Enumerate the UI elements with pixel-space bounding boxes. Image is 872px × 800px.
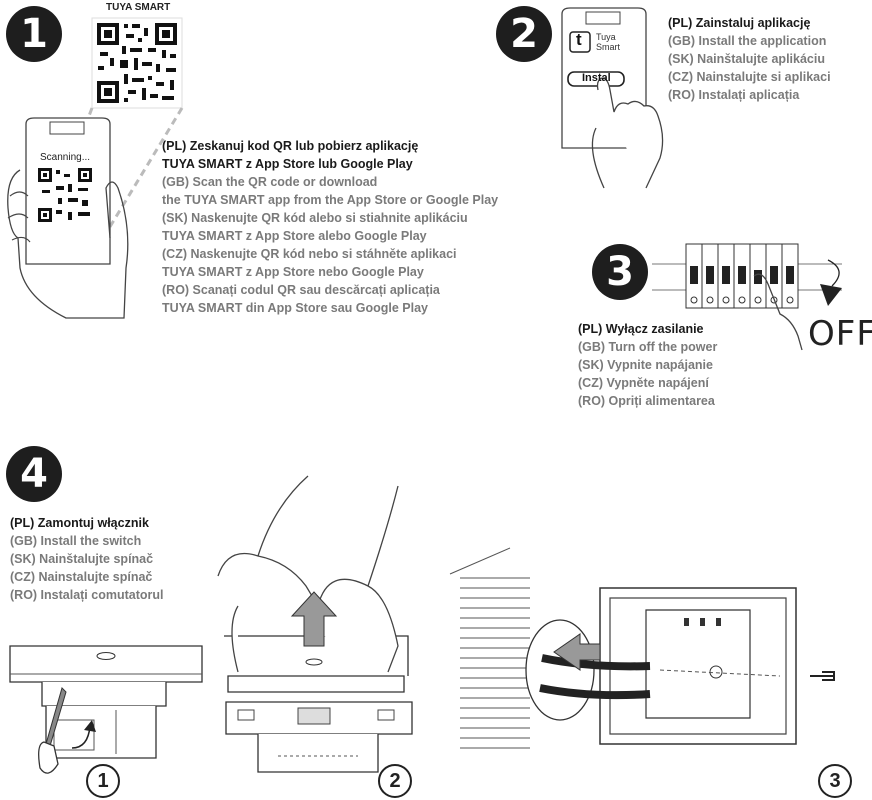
off-label: OFF <box>808 314 872 354</box>
step-3-line: (GB) Turn off the power <box>578 340 718 354</box>
step-2-line: (PL) Zainstaluj aplikację <box>668 16 811 30</box>
step-4-line: (SK) Nainštalujte spínač <box>10 552 154 566</box>
step-1-line: TUYA SMART z App Store nebo Google Play <box>162 265 424 279</box>
step-2-line: (RO) Instalați aplicația <box>668 88 800 102</box>
step-1-line: TUYA SMART z App Store lub Google Play <box>162 157 413 171</box>
step-1-text: (PL) Zeskanuj kod QR lub pobierz aplikac… <box>162 137 498 317</box>
step-1-line: the TUYA SMART app from the App Store or… <box>162 193 499 207</box>
cover-removal-illustration <box>217 475 413 773</box>
step-1-line: TUYA SMART din App Store sau Google Play <box>162 301 429 315</box>
step-1-badge: 1 <box>6 6 62 62</box>
substep-3-number: 3 <box>818 764 852 798</box>
step-1-line: (SK) Naskenujte QR kód alebo si stiahnit… <box>162 211 468 225</box>
step-3-line: (SK) Vypnite napájanie <box>578 358 713 372</box>
switch-disassembly-illustration <box>9 645 203 774</box>
app-name-line: Smart <box>596 42 621 52</box>
app-name: Tuya Smart <box>596 32 620 52</box>
install-button[interactable]: Instal <box>582 72 611 84</box>
step-3-line: (RO) Opriți alimentarea <box>578 394 715 408</box>
step-3-line: (PL) Wyłącz zasilanie <box>578 322 704 336</box>
breaker-panel-illustration <box>652 243 842 351</box>
substep-1-number: 1 <box>86 764 120 798</box>
step-1-line: (CZ) Naskenujte QR kód nebo si stáhněte … <box>162 247 457 261</box>
phone-scanning-text: Scanning... <box>40 152 91 163</box>
step-3-badge: 3 <box>592 244 648 300</box>
qr-code-large <box>91 17 183 109</box>
qr-caption: TUYA SMART <box>106 2 171 13</box>
step-2-line: (CZ) Nainstalujte si aplikaci <box>668 70 831 84</box>
wall-mounting-illustration <box>449 547 835 749</box>
step-1-line: TUYA SMART z App Store alebo Google Play <box>162 229 427 243</box>
step-4-line: (PL) Zamontuj włącznik <box>10 516 149 530</box>
app-name-line: Tuya <box>596 32 616 42</box>
step-1-line: (PL) Zeskanuj kod QR lub pobierz aplikac… <box>162 139 419 153</box>
step-2-text: (PL) Zainstaluj aplikację (GB) Install t… <box>668 14 831 104</box>
phone-install-illustration <box>561 7 664 189</box>
step-4-line: (CZ) Nainstalujte spínač <box>10 570 153 584</box>
step-3-text: (PL) Wyłącz zasilanie (GB) Turn off the … <box>578 320 717 410</box>
step-3-line: (CZ) Vypněte napájení <box>578 376 709 390</box>
app-logo-letter: t <box>576 30 582 49</box>
step-2-badge: 2 <box>496 6 552 62</box>
step-1-line: (RO) Scanați codul QR sau descărcați apl… <box>162 283 440 297</box>
step-4-line: (RO) Instalați comutatorul <box>10 588 164 602</box>
substep-2-number: 2 <box>378 764 412 798</box>
step-4-line: (GB) Install the switch <box>10 534 142 548</box>
step-4-badge: 4 <box>6 446 62 502</box>
step-4-text: (PL) Zamontuj włącznik (GB) Install the … <box>10 514 163 604</box>
phone-scanning-illustration <box>7 117 129 319</box>
step-2-line: (SK) Nainštalujte aplikáciu <box>668 52 825 66</box>
step-2-line: (GB) Install the application <box>668 34 827 48</box>
step-1-line: (GB) Scan the QR code or download <box>162 175 378 189</box>
